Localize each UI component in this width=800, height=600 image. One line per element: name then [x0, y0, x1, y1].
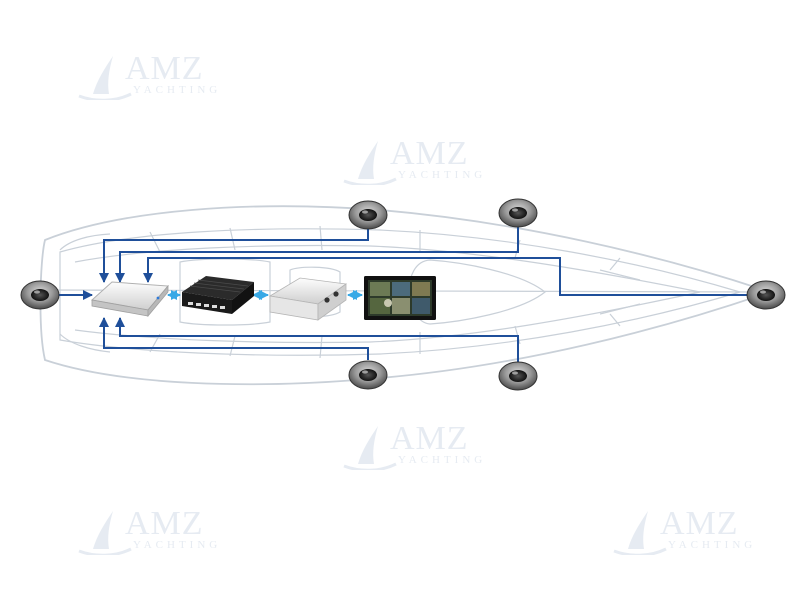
camera-wiring — [58, 225, 748, 362]
sailboat-watermark-icon — [613, 511, 667, 555]
watermark-brand: AMZ — [125, 50, 204, 87]
watermark-top-left: AMZ YACHTING — [75, 50, 225, 110]
watermark-tagline: YACHTING — [133, 84, 222, 96]
video-encoder-icon — [268, 277, 348, 321]
watermark-upper-center: AMZ YACHTING — [340, 135, 490, 195]
camera-top-middle — [348, 200, 388, 230]
watermark-tagline: YACHTING — [133, 539, 222, 551]
watermark-brand: AMZ — [660, 505, 739, 542]
display-monitor-icon — [364, 276, 436, 320]
watermark-lower-center: AMZ YACHTING — [340, 420, 490, 480]
watermark-bottom-left: AMZ YACHTING — [75, 505, 225, 565]
camera-top-right — [498, 198, 538, 228]
watermark-brand: AMZ — [390, 135, 469, 172]
camera-bottom-right — [498, 361, 538, 391]
watermark-brand: AMZ — [125, 505, 204, 542]
watermark-bottom-right: AMZ YACHTING — [610, 505, 760, 565]
wifi-router-icon — [90, 281, 170, 318]
sailboat-watermark-icon — [78, 511, 132, 555]
camera-bottom-middle — [348, 360, 388, 390]
watermark-tagline: YACHTING — [398, 454, 487, 466]
camera-stern — [20, 280, 60, 310]
watermark-tagline: YACHTING — [398, 169, 487, 181]
sailboat-watermark-icon — [343, 426, 397, 470]
watermark-tagline: YACHTING — [668, 539, 757, 551]
sailboat-watermark-icon — [78, 56, 132, 100]
watermark-brand: AMZ — [390, 420, 469, 457]
processor-box-icon — [182, 276, 254, 314]
camera-bow — [746, 280, 786, 310]
sailboat-watermark-icon — [343, 141, 397, 185]
